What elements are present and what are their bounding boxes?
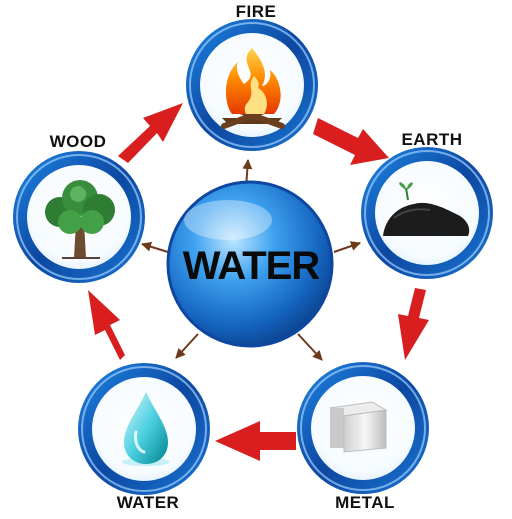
node-label-earth: EARTH [401, 130, 462, 149]
water-drop-icon [122, 392, 170, 466]
fire-icon [221, 48, 285, 129]
cycle-arrows [88, 103, 429, 461]
spoke-to-earth [333, 241, 361, 253]
node-label-fire: FIRE [236, 2, 277, 21]
spoke-to-wood [141, 241, 169, 253]
arrow-earth-to-metal [398, 288, 429, 360]
arrow-metal-to-water [215, 421, 296, 461]
metal-block-icon [328, 401, 388, 453]
spoke-to-water [175, 333, 199, 359]
node-label-metal: METAL [335, 493, 395, 512]
center-node: WATER [166, 180, 334, 348]
center-label: WATER [183, 244, 321, 288]
node-label-wood: WOOD [50, 132, 107, 151]
rock-icon [383, 182, 470, 236]
node-earth: EARTH [361, 130, 493, 279]
spoke-to-metal [297, 333, 323, 361]
arrow-water-to-wood [88, 290, 125, 360]
node-fire: FIRE [186, 2, 318, 151]
arrow-wood-to-fire [118, 103, 183, 163]
node-water: WATER [78, 363, 210, 512]
tree-icon [45, 180, 115, 259]
node-metal: METAL [297, 362, 429, 512]
arrow-fire-to-earth [313, 118, 389, 165]
node-wood: WOOD [13, 132, 145, 283]
node-label-water: WATER [117, 493, 180, 512]
